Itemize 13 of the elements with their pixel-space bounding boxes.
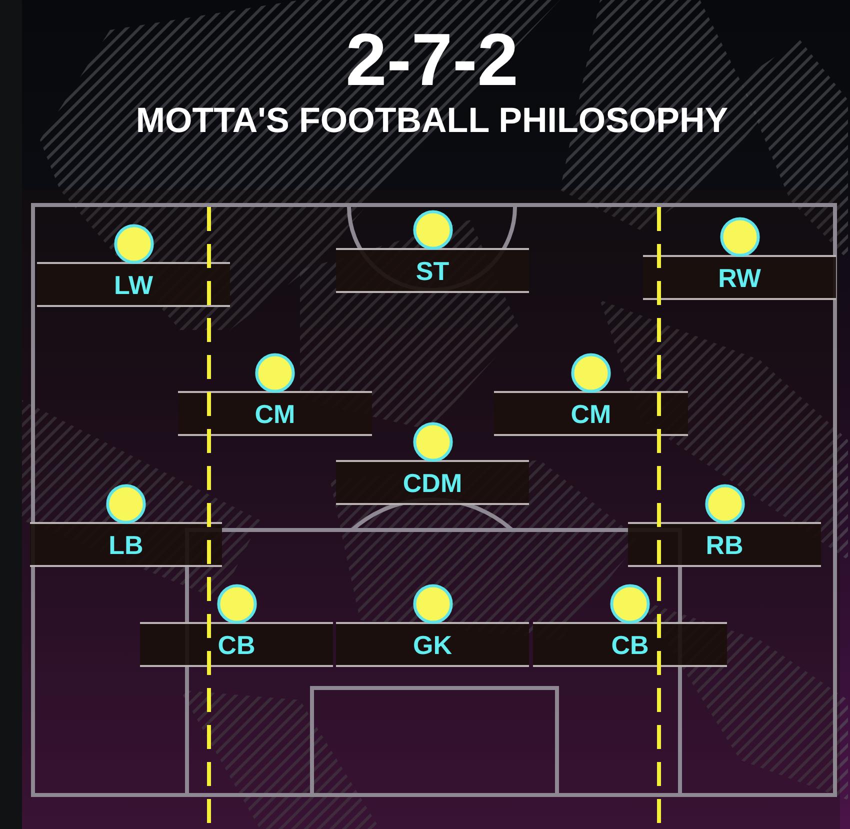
title: 2-7-2	[344, 20, 520, 100]
position-label: ST	[416, 257, 450, 285]
position-label: GK	[413, 631, 452, 659]
position-label: RW	[718, 264, 761, 292]
position-label: CB	[611, 631, 649, 659]
position-label: CB	[218, 631, 256, 659]
position-label: CM	[254, 400, 296, 428]
subtitle: MOTTA'S FOOTBALL PHILOSOPHY	[134, 100, 730, 142]
position-label: RB	[706, 531, 744, 559]
position-label: CM	[570, 400, 612, 428]
position-label: LB	[108, 531, 144, 559]
position-label: LW	[114, 271, 153, 299]
position-label: CDM	[402, 469, 462, 497]
